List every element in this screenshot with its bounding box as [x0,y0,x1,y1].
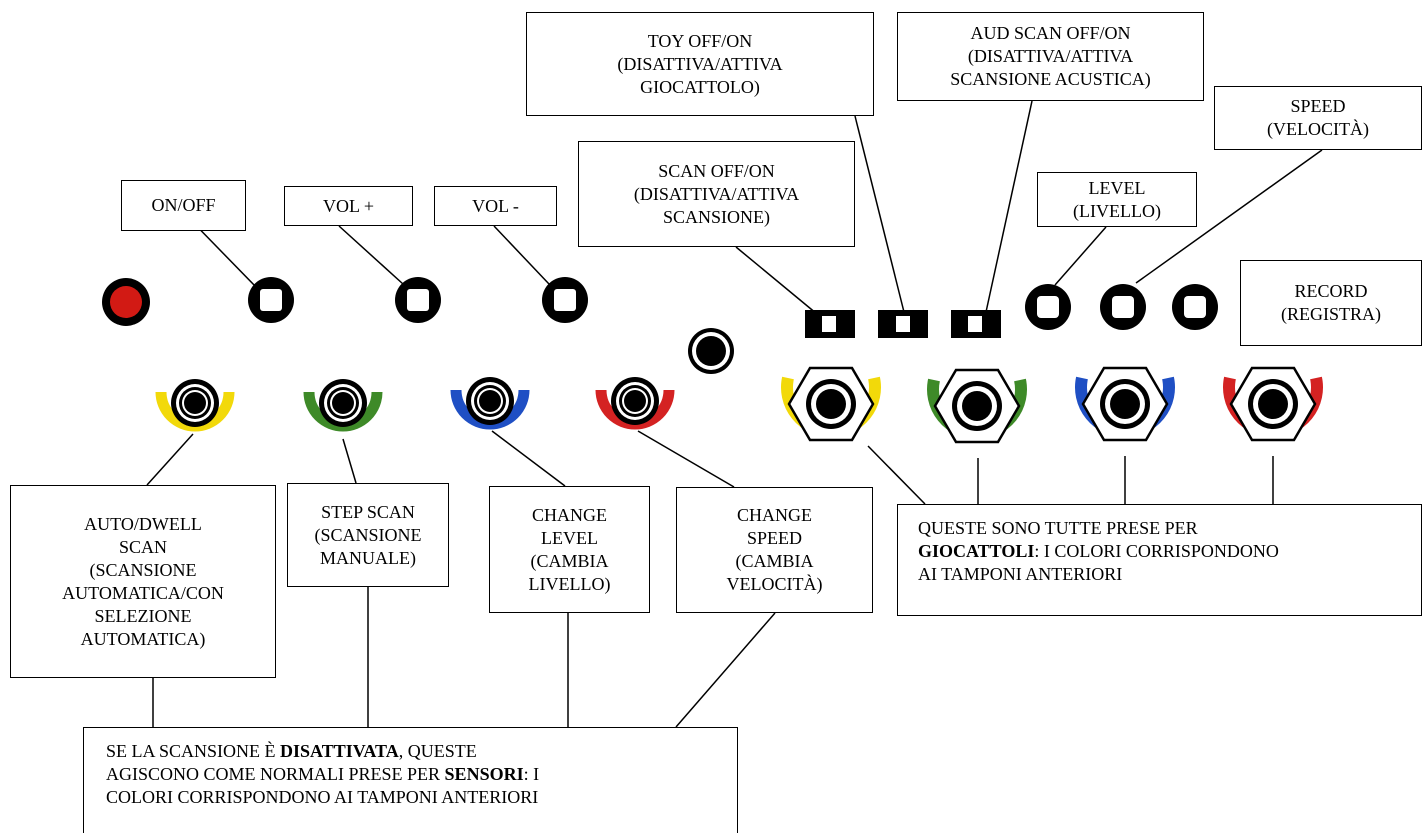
label-text: SCAN OFF/ON [658,160,775,181]
label-aud-scan-off-on: AUD SCAN OFF/ON (DISATTIVA/ATTIVA SCANSI… [897,12,1204,101]
note-line: GIOCATTOLI: I COLORI CORRISPONDONO [918,540,1421,563]
label-text: (SCANSIONE [314,524,422,545]
record-button[interactable] [1170,282,1220,332]
note-text: : I COLORI CORRISPONDONO [1034,541,1279,561]
label-text: (SCANSIONE [89,559,197,580]
label-text: (DISATTIVA/ATTIVA [967,46,1134,66]
toy-off-on-switch[interactable] [878,310,928,338]
aux-socket-icon[interactable] [686,326,736,376]
label-text: AUTOMATICA) [80,628,206,649]
label-step-scan: STEP SCAN (SCANSIONE MANUALE) [287,483,449,587]
label-text: VOL + [323,195,374,216]
note-line: SE LA SCANSIONE È DISATTIVATA, QUESTE [106,740,737,763]
speed-button[interactable] [1098,282,1148,332]
toy-socket-red[interactable] [1218,362,1328,462]
label-text: SPEED [746,528,802,548]
label-change-speed: CHANGE SPEED (CAMBIA VELOCITÀ) [676,487,873,613]
note-line: QUESTE SONO TUTTE PRESE PER [918,518,1198,538]
note-text: : I [523,764,540,784]
label-text: (CAMBIA [735,551,814,571]
label-text: SPEED [1290,96,1346,116]
sensor-socket-green[interactable] [298,370,388,445]
label-text: VOL - [472,195,519,216]
label-text: LEVEL [541,527,598,548]
power-led-icon [102,278,150,326]
label-text: SCAN [118,536,167,557]
note-bold: GIOCATTOLI [918,541,1035,561]
note-line: AGISCONO COME NORMALI PRESE PER SENSORI:… [106,763,737,786]
sensor-socket-red[interactable] [590,368,680,443]
label-text: AUTOMATICA/CON [62,582,224,603]
scan-off-on-switch[interactable] [805,310,855,338]
label-text: AUD SCAN OFF/ON [970,23,1131,43]
label-text: LIVELLO) [528,573,611,594]
label-speed: SPEED (VELOCITÀ) [1214,86,1422,150]
sensor-socket-yellow[interactable] [150,370,240,445]
level-button[interactable] [1023,282,1073,332]
label-text: (VELOCITÀ) [1267,119,1369,139]
label-on-off: ON/OFF [121,180,246,231]
vol-plus-button[interactable] [393,275,443,325]
label-text: SCANSIONE) [662,206,770,227]
note-text: , QUESTE [398,741,477,761]
label-text: VELOCITÀ) [726,574,823,594]
label-text: GIOCATTOLO) [640,76,760,97]
note-sensor-sockets: SE LA SCANSIONE È DISATTIVATA, QUESTE AG… [83,727,738,833]
note-text: SE LA SCANSIONE È [106,741,281,761]
note-bold: SENSORI [444,764,524,784]
label-vol-plus: VOL + [284,186,413,226]
label-record: RECORD (REGISTRA) [1240,260,1422,346]
label-text: (LIVELLO) [1073,200,1161,221]
label-toy-off-on: TOY OFF/ON (DISATTIVA/ATTIVA GIOCATTOLO) [526,12,874,116]
label-text: STEP SCAN [321,501,415,522]
note-line: AI TAMPONI ANTERIORI [918,564,1123,584]
toy-socket-green[interactable] [922,364,1032,464]
label-scan-off-on: SCAN OFF/ON (DISATTIVA/ATTIVA SCANSIONE) [578,141,855,247]
label-text: AUTO/DWELL [84,513,202,534]
label-text: SELEZIONE [94,605,192,626]
label-text: (DISATTIVA/ATTIVA [617,53,783,74]
note-toy-sockets: QUESTE SONO TUTTE PRESE PER GIOCATTOLI: … [897,504,1422,616]
label-text: LEVEL [1088,177,1146,198]
label-auto-dwell-scan: AUTO/DWELL SCAN (SCANSIONE AUTOMATICA/CO… [10,485,276,678]
aud-scan-off-on-switch[interactable] [951,310,1001,338]
label-vol-minus: VOL - [434,186,557,226]
note-line: COLORI CORRISPONDONO AI TAMPONI ANTERIOR… [106,787,539,807]
label-text: CHANGE [737,505,812,525]
label-text: TOY OFF/ON [647,30,753,51]
label-text: MANUALE) [320,547,416,568]
sensor-socket-blue[interactable] [445,368,535,443]
label-level: LEVEL (LIVELLO) [1037,172,1197,227]
label-text: RECORD [1294,281,1368,301]
label-text: (CAMBIA [530,550,609,571]
label-text: SCANSIONE ACUSTICA) [950,69,1151,89]
label-change-level: CHANGE LEVEL (CAMBIA LIVELLO) [489,486,650,613]
label-text: ON/OFF [151,195,216,215]
label-text: (DISATTIVA/ATTIVA [633,183,800,204]
on-off-button[interactable] [246,275,296,325]
note-bold: DISATTIVATA [280,741,399,761]
note-text: AGISCONO COME NORMALI PRESE PER [106,764,445,784]
vol-minus-button[interactable] [540,275,590,325]
toy-socket-yellow[interactable] [776,362,886,462]
toy-socket-blue[interactable] [1070,362,1180,462]
label-text: CHANGE [532,504,607,525]
label-text: (REGISTRA) [1281,304,1381,324]
